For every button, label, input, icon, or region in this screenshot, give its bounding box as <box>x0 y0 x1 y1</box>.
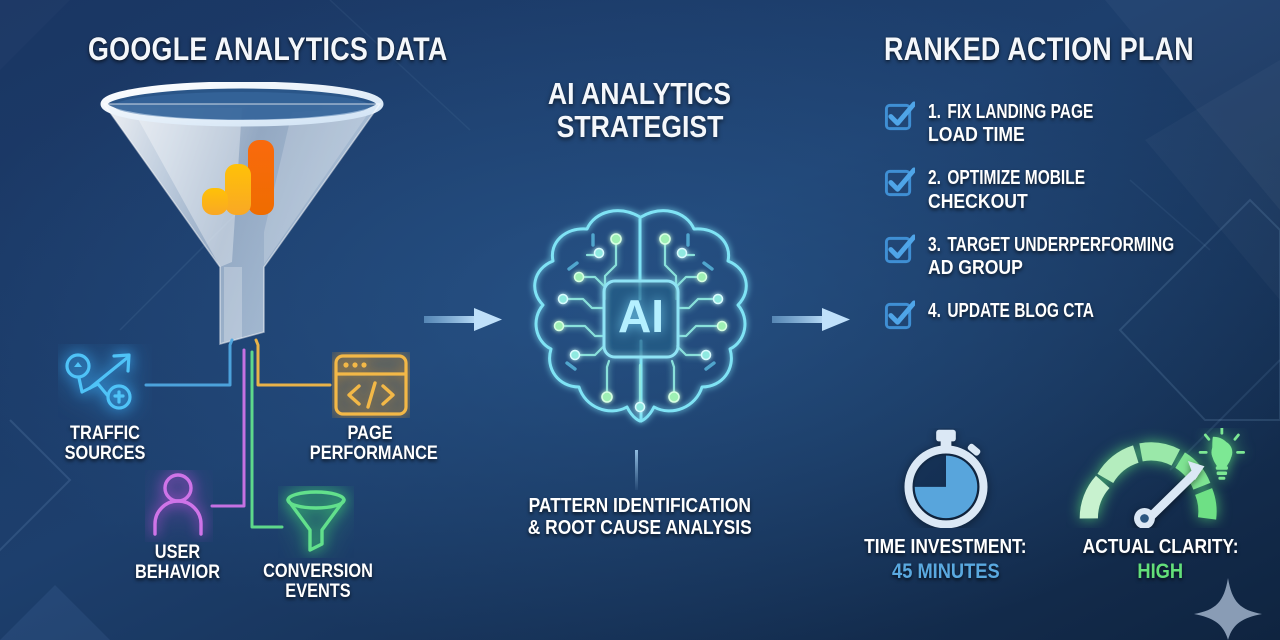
metric-actual-clarity: ACTUAL CLARITY: HIGH <box>1053 428 1268 584</box>
data-funnel-graphic <box>92 81 392 362</box>
right-section-title: RANKED ACTION PLAN <box>884 31 1194 67</box>
checkbox-checked-icon[interactable] <box>884 101 915 132</box>
ai-chip-label: AI <box>618 290 664 342</box>
center-section-caption: PATTERN IDENTIFICATION & ROOT CAUSE ANAL… <box>528 495 752 540</box>
metric-time-investment: TIME INVESTMENT: 45 MINUTES <box>838 428 1053 584</box>
gauge-lightbulb-icon <box>1079 428 1245 528</box>
action-item-3-text: 3. TARGET UNDERPERFORMING AD GROUP <box>928 233 1175 279</box>
stopwatch-icon <box>903 429 988 528</box>
sparkle-icon <box>1194 578 1262 640</box>
action-item-2[interactable]: 2. OPTIMIZE MOBILE CHECKOUT <box>884 166 1264 213</box>
code-window-icon <box>334 354 408 416</box>
checkbox-checked-icon[interactable] <box>884 167 915 198</box>
checkbox-checked-icon[interactable] <box>884 234 915 265</box>
action-item-1-text: 1. FIX LANDING PAGE LOAD TIME <box>928 101 1094 147</box>
user-icon <box>153 473 203 536</box>
metric-clarity-label: ACTUAL CLARITY: <box>1082 536 1239 558</box>
arrow-left-to-center <box>424 308 502 331</box>
metric-time-label: TIME INVESTMENT: <box>864 536 1027 558</box>
arrow-center-to-right <box>772 308 850 331</box>
action-item-3[interactable]: 3. TARGET UNDERPERFORMING AD GROUP <box>884 233 1264 280</box>
metrics-row: TIME INVESTMENT: 45 MINUTES <box>838 428 1268 584</box>
traffic-routing-icon <box>65 353 132 410</box>
funnel-icon <box>286 490 346 552</box>
ai-brain-graphic: AI <box>503 195 778 445</box>
action-item-4[interactable]: 4. UPDATE BLOG CTA <box>884 299 1264 331</box>
ranked-action-list: 1. FIX LANDING PAGE LOAD TIME 2. OPTIMIZ… <box>884 100 1264 350</box>
metric-clarity-value: HIGH <box>1137 560 1184 583</box>
action-item-1[interactable]: 1. FIX LANDING PAGE LOAD TIME <box>884 100 1264 147</box>
google-analytics-logo <box>202 140 274 215</box>
action-item-2-text: 2. OPTIMIZE MOBILE CHECKOUT <box>928 167 1086 213</box>
center-vertical-connector <box>635 450 638 490</box>
checkbox-checked-icon[interactable] <box>884 300 915 331</box>
left-section-title: GOOGLE ANALYTICS DATA <box>88 31 448 67</box>
center-section-title: AI ANALYTICS STRATEGIST <box>548 76 732 144</box>
action-item-4-text: 4. UPDATE BLOG CTA <box>928 300 1095 323</box>
metric-time-value: 45 MINUTES <box>891 560 1000 583</box>
